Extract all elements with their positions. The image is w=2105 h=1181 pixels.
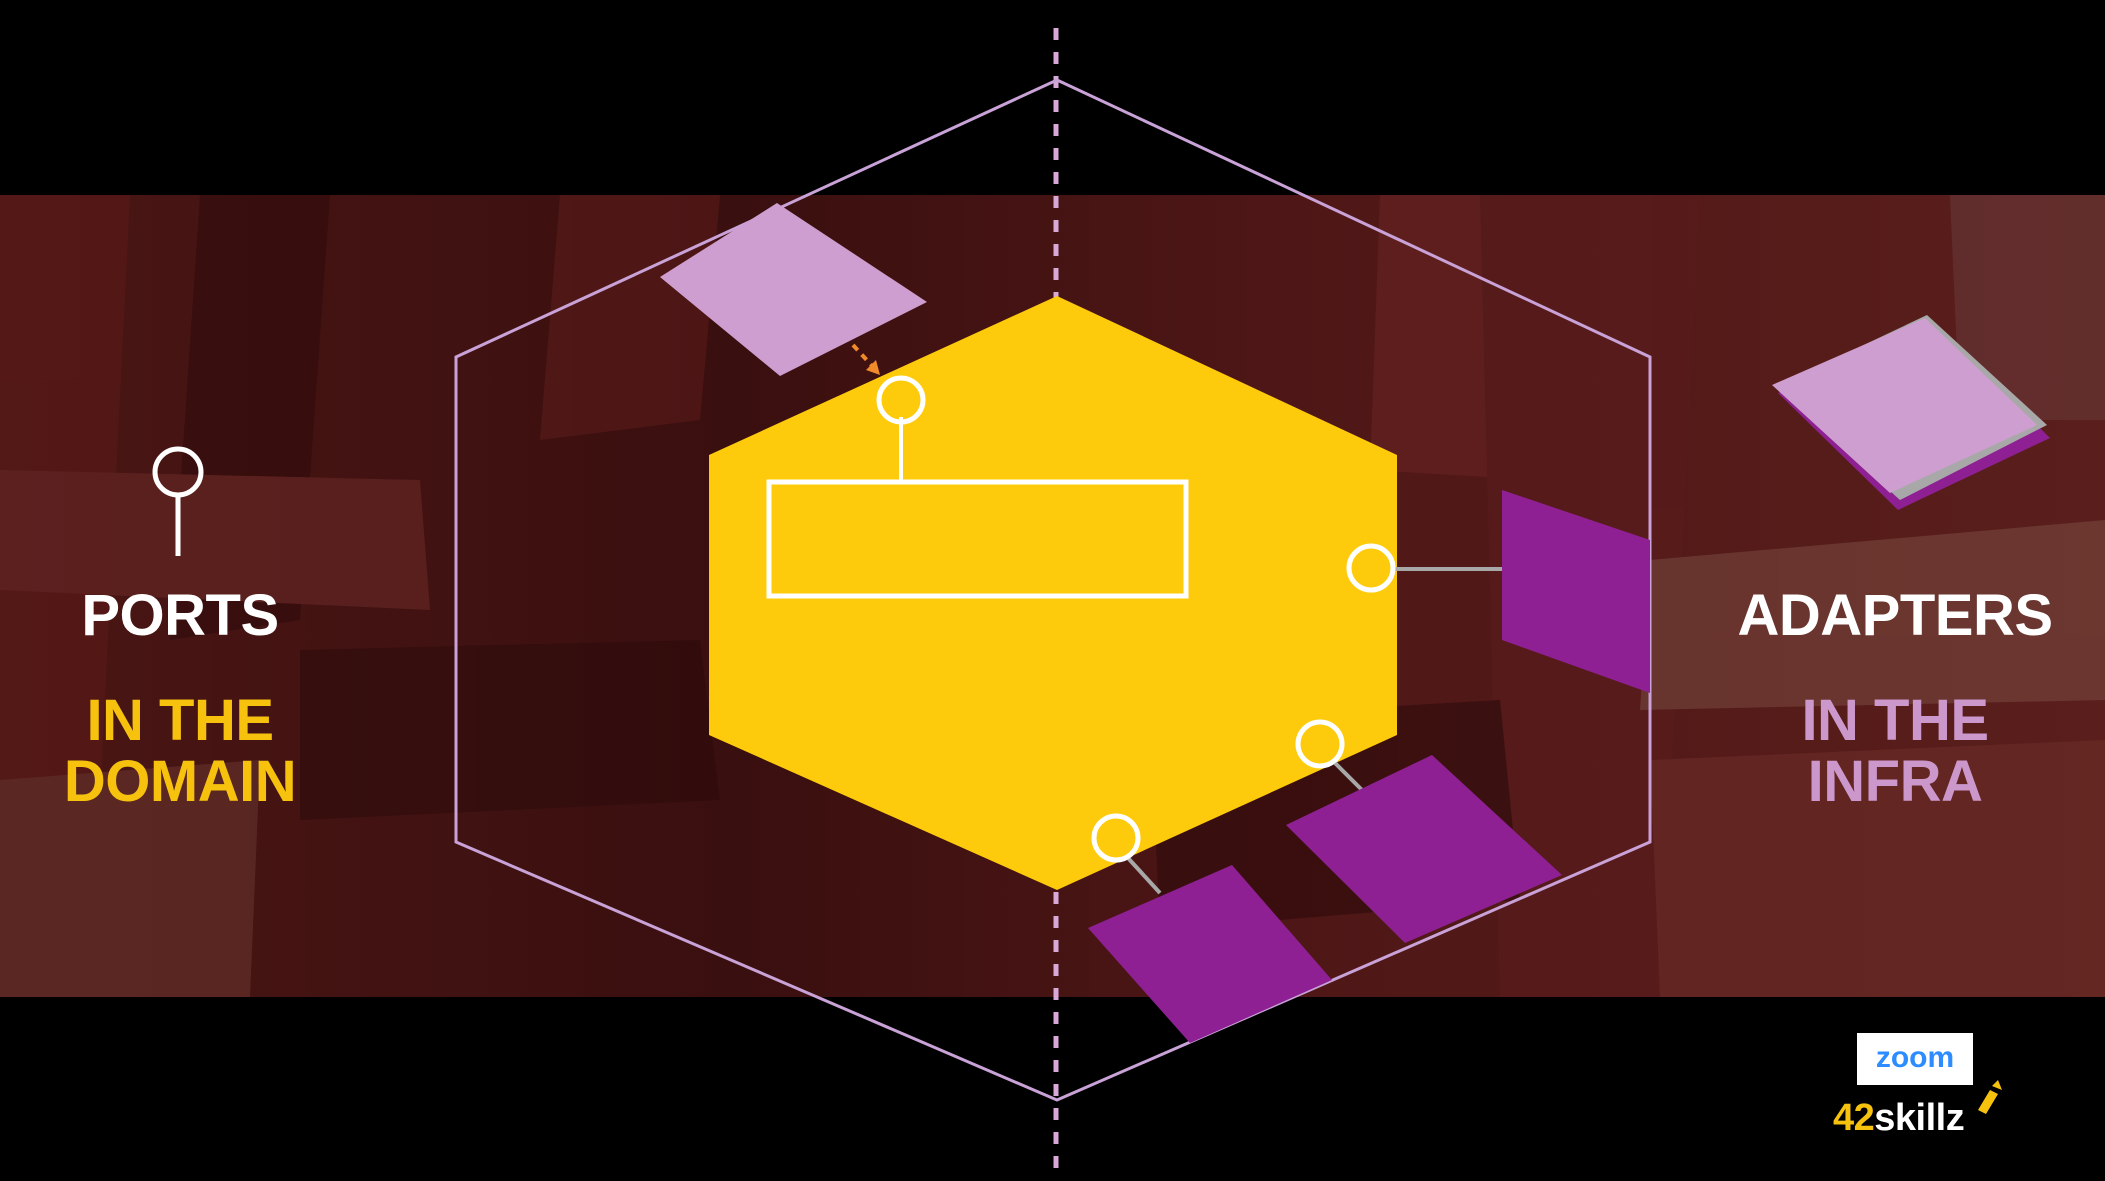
ports-subheading-line2: DOMAIN [63, 749, 297, 815]
pencil-mark-icon [1978, 1080, 2002, 1114]
domain-hexagon [709, 296, 1397, 890]
bottom-port-connector [1126, 856, 1162, 895]
top-port-icon [876, 375, 926, 425]
zoom-logo: zoom [1857, 1033, 1973, 1085]
port-icon [152, 446, 204, 556]
company-logo-number: 42 [1833, 1097, 1875, 1139]
adapter-icon [1772, 315, 2050, 510]
adapters-subheading: IN THE INFRA [1745, 690, 2045, 813]
bottom-adapter [1088, 865, 1332, 1043]
adapters-subheading-line1: IN THE [1801, 688, 1989, 753]
right-port-icon [1346, 543, 1396, 593]
adapters-heading: ADAPTERS [1737, 583, 2053, 648]
domain-service-box [766, 479, 1189, 599]
dependency-arrow [851, 343, 876, 370]
ports-subheading-line1: IN THE [86, 688, 274, 753]
arrow-head-icon [866, 360, 880, 375]
adapters-subheading-line2: INFRA [1807, 749, 1983, 815]
infrastructure-hexagon [454, 78, 1652, 1102]
ports-heading: PORTS [81, 583, 279, 648]
bottom-right-port-connector [1330, 758, 1364, 792]
company-logo: 42skillz [1833, 1097, 1965, 1140]
ports-subheading: IN THE DOMAIN [20, 690, 340, 813]
bottom-right-port-icon [1295, 719, 1345, 769]
bottom-right-adapter [1286, 755, 1562, 943]
top-adapter [660, 203, 927, 376]
company-logo-name: skillz [1874, 1097, 1965, 1139]
right-adapter [1502, 490, 1650, 693]
bottom-port-icon [1091, 813, 1141, 863]
